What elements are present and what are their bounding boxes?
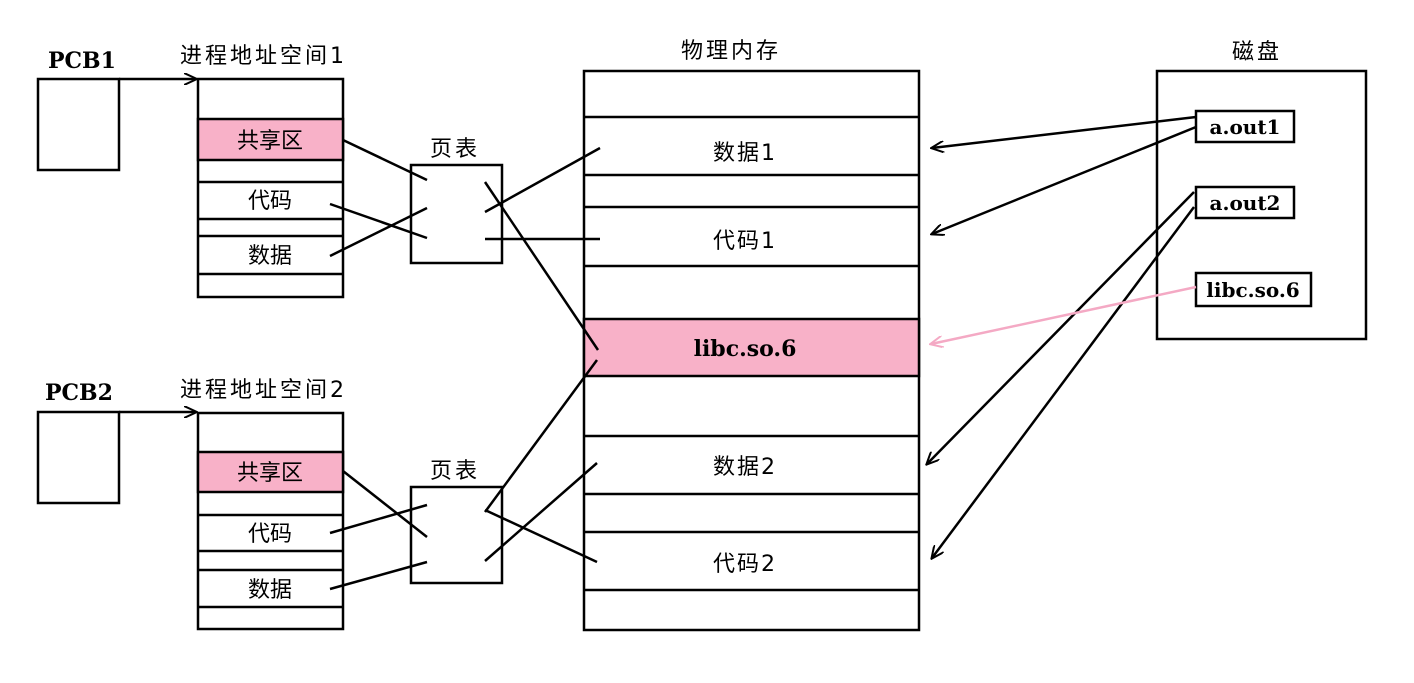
disk-title: 磁盘: [1232, 40, 1282, 65]
memory-code1-label: 代码1: [713, 229, 777, 254]
disk-file-aout2: [1194, 185, 1296, 220]
pcb1-label: PCB1: [48, 48, 116, 74]
as2-code-label: 代码: [248, 522, 292, 547]
map-line: [329, 202, 428, 240]
map-line: [483, 181, 600, 351]
memory-data2-label: 数据2: [713, 455, 777, 480]
address-space-1-frame: [196, 77, 345, 299]
as1-shared-label: 共享区: [237, 129, 303, 154]
map-line: [484, 508, 598, 564]
disk-file-libc-label: libc.so.6: [1206, 278, 1299, 302]
map-line: [342, 138, 428, 182]
address-space-2-title: 进程地址空间2: [180, 378, 347, 403]
map-line: [342, 470, 428, 538]
map-line: [329, 503, 428, 535]
pcb2-box: [36, 410, 121, 505]
address-space-2: 进程地址空间2 共享区 代码 数据: [180, 378, 347, 631]
map-line: [483, 359, 599, 513]
load-arrow-aout2-data: [927, 191, 1195, 464]
memory-code2-label: 代码2: [713, 552, 777, 577]
load-arrow-libc: [931, 285, 1197, 344]
shared-region-1: [196, 117, 345, 162]
as1-code-label: 代码: [248, 189, 292, 214]
page-table-1-box: [409, 163, 504, 265]
shared-region-2: [196, 450, 345, 494]
disk-file-aout1: [1194, 109, 1296, 144]
memory-libc-region: [582, 317, 921, 378]
disk-file-libc: [1194, 271, 1313, 308]
pcb2: PCB2: [36, 380, 196, 505]
address-space-2-frame: [196, 411, 345, 631]
physical-memory-title: 物理内存: [681, 39, 781, 64]
map-line: [329, 206, 428, 258]
page-table-2-label: 页表: [430, 459, 480, 484]
load-arrow-aout1-data: [932, 115, 1197, 148]
page-table-1-label: 页表: [430, 137, 480, 162]
memory-libc-label: libc.so.6: [694, 336, 797, 362]
pcb1-box: [36, 77, 121, 172]
map-line: [484, 146, 601, 214]
page-table-2: 页表: [409, 459, 504, 585]
address-space-1: 进程地址空间1 共享区 代码 数据: [180, 44, 347, 299]
disk-file-aout1-label: a.out1: [1210, 115, 1281, 139]
pcb2-label: PCB2: [45, 380, 113, 406]
as2-shared-label: 共享区: [237, 461, 303, 486]
mappings-process-2: [329, 359, 599, 591]
address-space-1-title: 进程地址空间1: [180, 44, 347, 69]
map-line: [329, 560, 428, 591]
disk: 磁盘 a.out1 a.out2 libc.so.6: [1155, 40, 1368, 341]
mappings-process-1: [329, 138, 601, 351]
as1-data-label: 数据: [248, 244, 292, 269]
memory-data1-label: 数据1: [713, 141, 777, 166]
map-line: [484, 462, 598, 562]
load-arrows: [927, 115, 1197, 558]
as2-data-label: 数据: [248, 578, 292, 603]
load-arrow-aout2-code: [932, 206, 1196, 558]
load-arrow-aout1-code: [932, 125, 1197, 234]
pcb1: PCB1: [36, 48, 196, 172]
page-table-1: 页表: [409, 137, 504, 265]
physical-memory: 物理内存 数据1 代码1 libc.so.6 数据2 代码2: [582, 39, 921, 632]
disk-file-aout2-label: a.out2: [1210, 191, 1281, 215]
